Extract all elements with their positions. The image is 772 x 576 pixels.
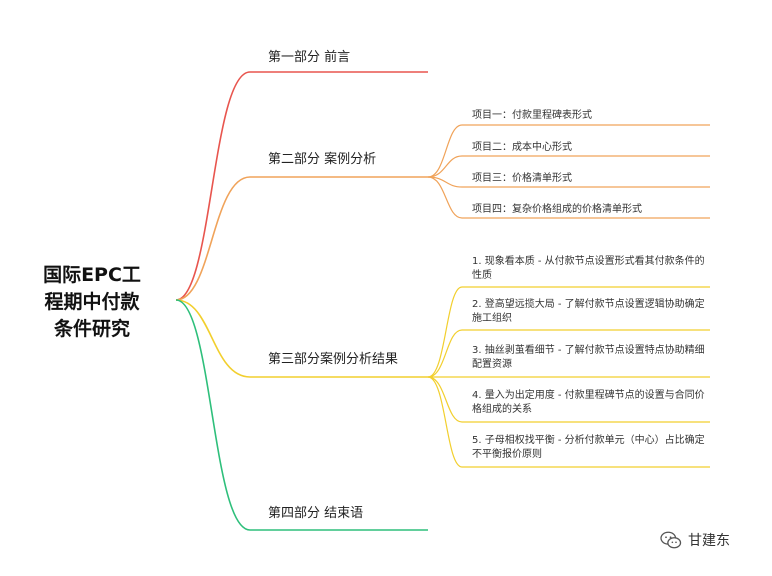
connector-s2-item-1 [427, 124, 710, 178]
section-2-label: 第二部分 案例分析 [268, 152, 377, 167]
section-3-item-2: 2. 登高望远揽大局 - 了解付款节点设置逻辑协助确定施工组织 [472, 299, 705, 324]
section-3-item-1: 1. 现象看本质 - 从付款节点设置形式看其付款条件的性质 [472, 256, 705, 281]
section-2-item-3: 项目三：价格清单形式 [472, 173, 572, 184]
connector-section-1 [175, 71, 428, 301]
section-3-item-5: 5. 子母相权找平衡 - 分析付款单元（中心）占比确定不平衡报价原则 [472, 435, 705, 460]
connector-s3-item-5 [427, 376, 710, 468]
section-2-item-2: 项目二：成本中心形式 [472, 142, 572, 153]
section-2-item-4: 项目四：复杂价格组成的价格清单形式 [472, 204, 642, 215]
watermark-text: 甘建东 [688, 533, 730, 549]
section-3-item-4: 4. 量入为出定用度 - 付款里程碑节点的设置与合同价格组成的关系 [472, 390, 705, 415]
watermark: 甘建东 [660, 530, 730, 550]
connector-s2-item-3 [427, 176, 710, 188]
connector-s3-item-4 [427, 376, 710, 423]
section-1-label: 第一部分 前言 [268, 50, 351, 65]
section-3-label: 第三部分案例分析结果 [268, 352, 399, 367]
root-topic-line-2: 程期中付款 [44, 291, 140, 313]
section-4-label: 第四部分 结束语 [268, 506, 364, 521]
wechat-icon [660, 531, 682, 549]
connector-section-3 [175, 299, 428, 378]
root-topic-line-1: 国际EPC工 [43, 264, 141, 286]
connector-section-2 [175, 176, 428, 301]
connector-s3-item-2 [427, 329, 710, 378]
root-topic-line-3: 条件研究 [53, 318, 130, 340]
connector-s2-item-2 [427, 155, 710, 178]
connector-s3-item-1 [427, 286, 710, 378]
section-3-item-3: 3. 抽丝剥茧看细节 - 了解付款节点设置特点协助精细配置资源 [472, 345, 705, 370]
section-2-item-1: 项目一：付款里程碑表形式 [472, 110, 592, 121]
root-topic: 国际EPC工 程期中付款 条件研究 [22, 262, 162, 343]
connector-s2-item-4 [427, 176, 710, 219]
connector-section-4 [175, 299, 428, 531]
